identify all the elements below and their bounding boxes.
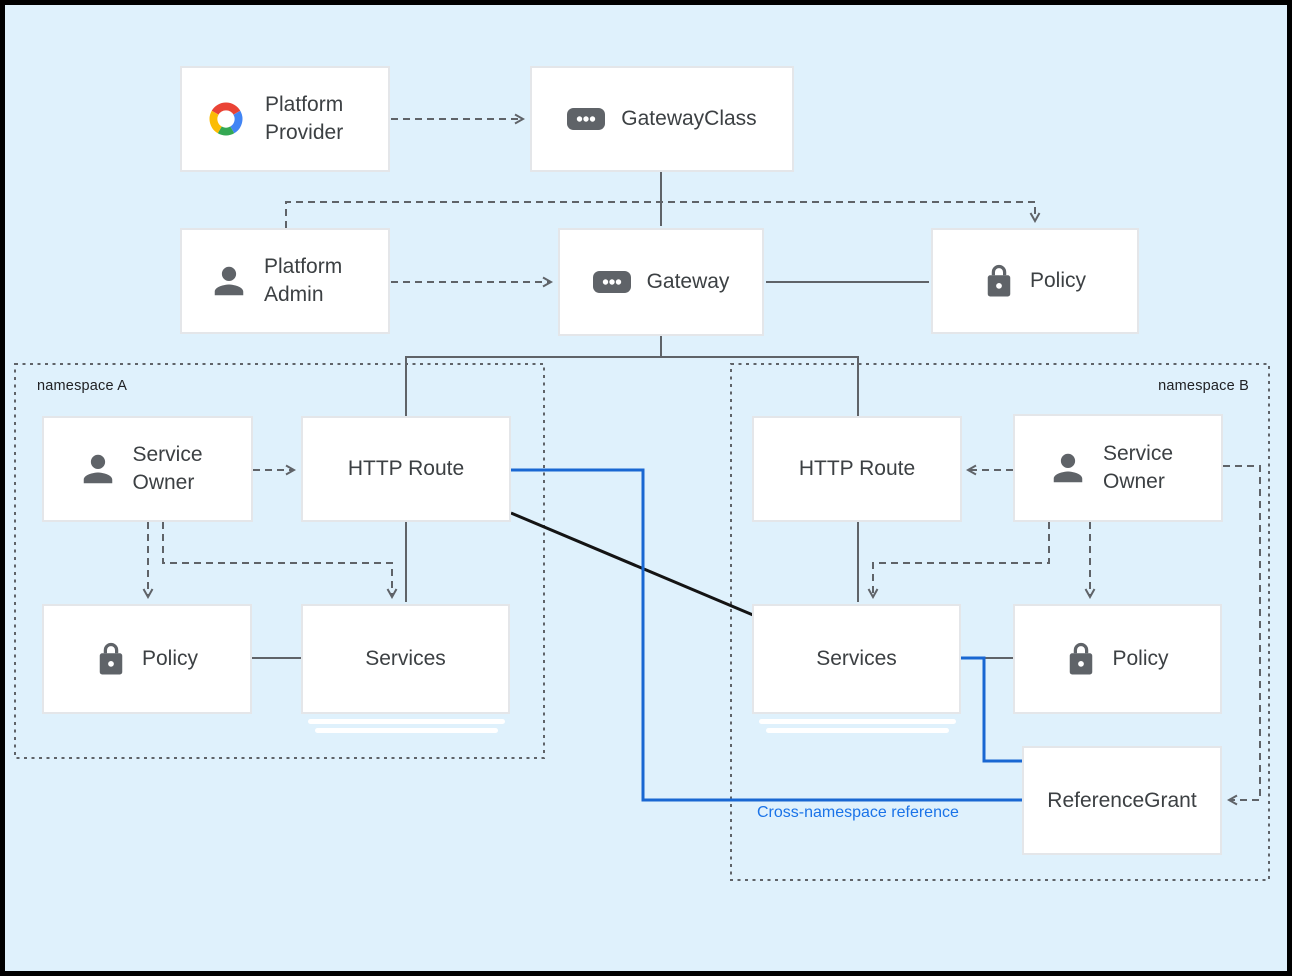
services-a-stack-line-2 <box>315 728 498 733</box>
node-service-owner-a: Service Owner <box>42 416 253 522</box>
namespace-a-border <box>14 363 545 759</box>
node-label: Gateway <box>646 270 730 294</box>
namespace-b-border <box>730 363 1270 881</box>
node-gateway: Gateway <box>558 228 764 336</box>
edge-httproute-a-to-services-b <box>510 511 754 617</box>
node-label: Service Owner <box>1103 442 1174 493</box>
cross-namespace-reference-label: Cross-namespace reference <box>757 804 959 821</box>
lock-icon <box>987 264 1011 296</box>
namespace-a-label: namespace A <box>37 378 128 394</box>
services-b-stack-line-1 <box>759 719 956 724</box>
lock-icon <box>1070 642 1093 674</box>
node-label: ReferenceGrant <box>1047 788 1197 812</box>
node-services-b: Services <box>752 604 961 714</box>
node-label: GatewayClass <box>621 107 757 131</box>
edge-gateway-to-httproutes <box>405 356 859 416</box>
person-icon <box>214 266 244 296</box>
node-policy-top: Policy <box>931 228 1139 334</box>
google-cloud-logo <box>209 102 243 136</box>
node-label: HTTP Route <box>798 457 916 481</box>
node-label: Services <box>365 647 446 671</box>
node-platform-provider: Platform Provider <box>180 66 390 172</box>
node-label: Platform Provider <box>265 93 344 144</box>
node-label: Services <box>816 647 897 671</box>
namespace-b-label: namespace B <box>1158 378 1249 394</box>
node-label: Policy <box>1112 647 1169 671</box>
node-label: Platform Admin <box>264 255 343 306</box>
node-platform-admin: Platform Admin <box>180 228 390 334</box>
lock-icon <box>99 642 123 674</box>
arrow-owner-b-to-services-b <box>873 522 1050 597</box>
node-http-route-b: HTTP Route <box>752 416 962 522</box>
arrow-owner-b-to-referencegrant <box>1223 465 1261 800</box>
services-b-stack-line-2 <box>766 728 949 733</box>
node-service-owner-b: Service Owner <box>1013 414 1223 522</box>
node-label: Policy <box>1029 269 1087 293</box>
node-label: Policy <box>141 647 199 671</box>
arrow-owner-a-to-services-a <box>162 522 392 597</box>
edge-services-b-to-referencegrant <box>961 656 1023 763</box>
node-reference-grant: ReferenceGrant <box>1022 746 1222 855</box>
services-a-stack-line-1 <box>308 719 505 724</box>
resource-chip-icon <box>592 271 631 293</box>
person-icon <box>1053 453 1083 483</box>
resource-chip-icon <box>567 108 606 130</box>
node-label: Service Owner <box>132 443 203 494</box>
node-gateway-class: GatewayClass <box>530 66 794 172</box>
node-policy-b: Policy <box>1013 604 1222 714</box>
node-policy-a: Policy <box>42 604 252 714</box>
arrow-admin-to-policy <box>285 201 1035 228</box>
node-services-a: Services <box>301 604 510 714</box>
edge-httproute-a-to-referencegrant <box>511 468 1023 802</box>
node-http-route-a: HTTP Route <box>301 416 511 522</box>
person-icon <box>83 454 112 484</box>
node-label: HTTP Route <box>347 457 465 481</box>
